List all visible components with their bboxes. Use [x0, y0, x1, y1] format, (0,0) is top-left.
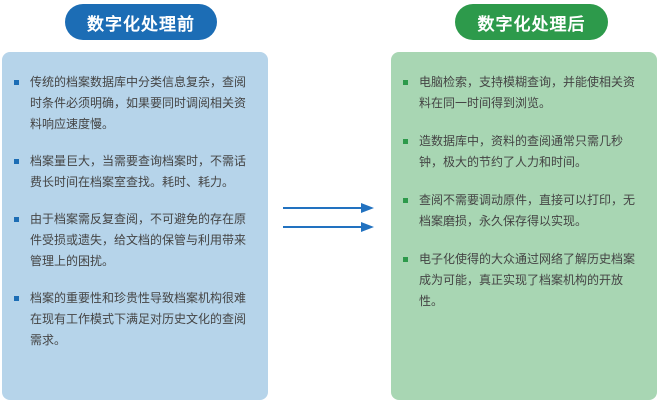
after-item-text: 造数据库中，资料的查阅通常只需几秒钟，极大的节约了人力和时间。 — [419, 134, 624, 169]
square-bullet-icon — [14, 80, 19, 85]
square-bullet-icon — [403, 198, 408, 203]
square-bullet-icon — [403, 139, 408, 144]
before-item: 由于档案需反复查阅，不可避免的存在原件受损或遗失，给文档的保管与利用带来管理上的… — [14, 209, 254, 272]
before-item-text: 档案的重要性和珍贵性导致档案机构很难在现有工作模式下满足对历史文化的查阅需求。 — [30, 291, 247, 347]
transition-arrows — [283, 203, 374, 232]
after-item: 电脑检索，支持模糊查询，并能使相关资料在同一时间得到浏览。 — [403, 72, 643, 114]
arrow-right-icon — [283, 222, 374, 232]
after-item-text: 电子化使得的大众通过网络了解历史档案成为可能，真正实现了档案机构的开放性。 — [419, 252, 636, 308]
square-bullet-icon — [14, 217, 19, 222]
before-item-text: 由于档案需反复查阅，不可避免的存在原件受损或遗失，给文档的保管与利用带来管理上的… — [30, 212, 247, 268]
after-item: 造数据库中，资料的查阅通常只需几秒钟，极大的节约了人力和时间。 — [403, 131, 643, 173]
after-item-text: 查阅不需要调动原件，直接可以打印，无档案磨损，永久保存得以实现。 — [419, 193, 636, 228]
after-panel: 电脑检索，支持模糊查询，并能使相关资料在同一时间得到浏览。 造数据库中，资料的查… — [391, 52, 657, 400]
after-item-text: 电脑检索，支持模糊查询，并能使相关资料在同一时间得到浏览。 — [419, 75, 636, 110]
after-item: 电子化使得的大众通过网络了解历史档案成为可能，真正实现了档案机构的开放性。 — [403, 249, 643, 312]
arrow-right-icon — [283, 203, 374, 213]
before-panel: 传统的档案数据库中分类信息复杂，查阅时条件必须明确，如果要同时调阅相关资料响应速… — [2, 52, 268, 400]
before-item: 档案量巨大，当需要查询档案时，不需话费长时间在档案室查找。耗时、耗力。 — [14, 151, 254, 193]
before-item: 传统的档案数据库中分类信息复杂，查阅时条件必须明确，如果要同时调阅相关资料响应速… — [14, 72, 254, 135]
after-item: 查阅不需要调动原件，直接可以打印，无档案磨损，永久保存得以实现。 — [403, 190, 643, 232]
before-title: 数字化处理前 — [65, 4, 217, 40]
before-item: 档案的重要性和珍贵性导致档案机构很难在现有工作模式下满足对历史文化的查阅需求。 — [14, 288, 254, 351]
before-item-text: 传统的档案数据库中分类信息复杂，查阅时条件必须明确，如果要同时调阅相关资料响应速… — [30, 75, 247, 131]
before-item-text: 档案量巨大，当需要查询档案时，不需话费长时间在档案室查找。耗时、耗力。 — [30, 154, 247, 189]
after-title: 数字化处理后 — [455, 4, 608, 40]
square-bullet-icon — [403, 257, 408, 262]
square-bullet-icon — [14, 296, 19, 301]
square-bullet-icon — [403, 80, 408, 85]
square-bullet-icon — [14, 159, 19, 164]
